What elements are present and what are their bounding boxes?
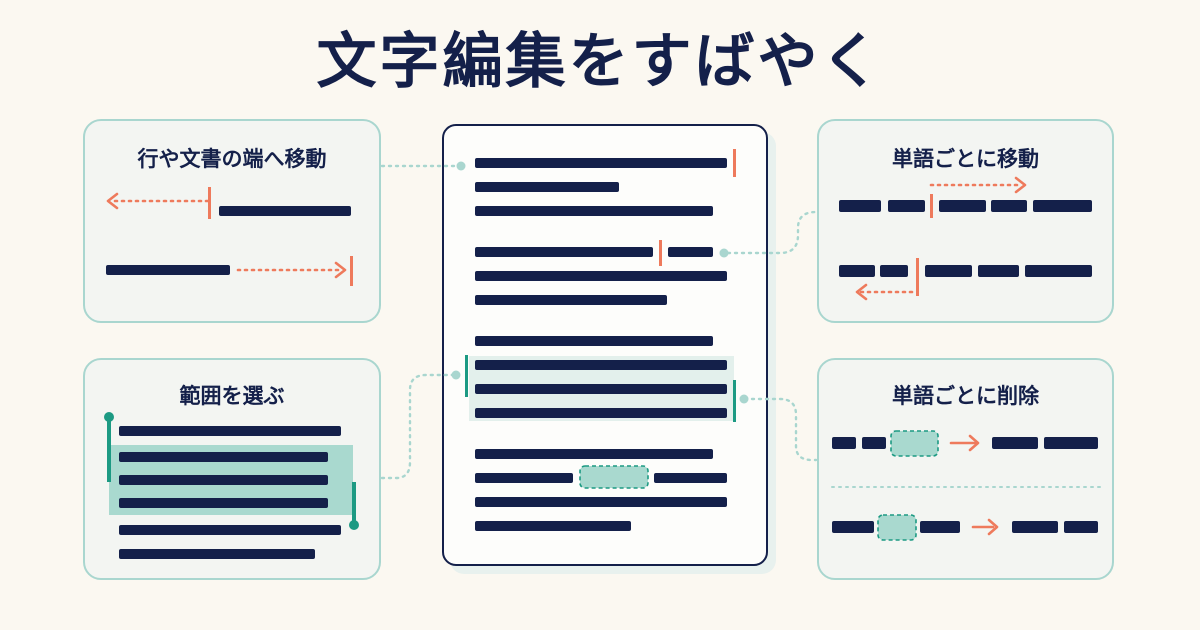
word-block <box>992 437 1038 449</box>
word-block <box>862 437 886 449</box>
text-line <box>219 206 351 216</box>
page-title: 文字編集をすばやく <box>316 27 884 97</box>
deleted-word-placeholder <box>890 430 939 457</box>
doc-line <box>475 182 619 192</box>
connectors <box>380 164 818 480</box>
selection-handle-icon <box>107 418 111 482</box>
doc-line <box>475 206 713 216</box>
arrow-right-icon-head <box>1014 176 1027 194</box>
connector-dot <box>739 394 749 404</box>
doc-line <box>475 449 713 459</box>
panel-title-word-delete: 単語ごとに削除 <box>892 384 1039 408</box>
doc-line <box>475 497 727 507</box>
panel-line-edge: 行や文書の端へ移動 <box>83 119 381 323</box>
doc-line <box>475 271 727 281</box>
caret-icon <box>350 256 353 286</box>
word-block <box>839 265 875 277</box>
doc-line <box>475 408 727 418</box>
word-block <box>1044 437 1098 449</box>
word-block <box>925 265 972 277</box>
text-line <box>119 498 328 508</box>
word-block <box>1064 521 1098 533</box>
word-move-illustration <box>839 176 1092 301</box>
doc-line <box>475 473 573 483</box>
word-block <box>1012 521 1058 533</box>
selection-handle-icon <box>465 355 468 397</box>
word-block <box>1033 200 1092 212</box>
panel-word-move: 単語ごとに移動 <box>817 119 1114 323</box>
arrow-right-icon-head <box>334 261 347 279</box>
panel-title-select-range: 範囲を選ぶ <box>179 384 285 408</box>
text-line <box>119 475 328 485</box>
doc-line <box>475 336 713 346</box>
word-block <box>991 200 1027 212</box>
connector-word-move <box>726 210 818 255</box>
doc-line <box>475 295 667 305</box>
text-line <box>119 525 341 535</box>
word-delete-illustration <box>831 430 1101 541</box>
connector-dot <box>456 161 466 171</box>
panel-title-word-move: 単語ごとに移動 <box>892 147 1039 171</box>
doc-line <box>654 473 727 483</box>
arrow-right-icon-head <box>987 518 999 536</box>
arrow-right-icon-head <box>968 434 980 452</box>
text-line <box>119 549 315 559</box>
panel-title-line-edge: 行や文書の端へ移動 <box>137 147 327 171</box>
doc-line <box>475 247 653 257</box>
word-block <box>888 200 925 212</box>
arrow-left-icon-head <box>855 283 868 301</box>
caret-icon <box>659 240 662 266</box>
doc-line <box>475 384 727 394</box>
doc-line <box>475 521 631 531</box>
word-block <box>1025 265 1092 277</box>
panel-word-delete: 単語ごとに削除 <box>817 358 1114 580</box>
arrow-left-icon-head <box>106 192 119 210</box>
deleted-word-placeholder <box>579 465 649 489</box>
doc-line <box>475 158 727 168</box>
text-line <box>106 265 230 275</box>
deleted-word-placeholder <box>877 514 917 541</box>
word-block <box>839 200 881 212</box>
doc-line <box>475 360 727 370</box>
connector-word-delete <box>743 397 818 462</box>
text-line <box>119 426 341 436</box>
selection-handle-icon <box>349 520 359 530</box>
selection-handle-icon <box>733 380 736 422</box>
word-block <box>978 265 1019 277</box>
word-block <box>832 521 874 533</box>
selection-handle-icon <box>104 412 114 422</box>
select-range-illustration <box>104 412 359 559</box>
connector-dot <box>451 370 461 380</box>
word-block <box>920 521 960 533</box>
line-edge-illustration <box>106 187 353 286</box>
caret-icon <box>930 194 933 218</box>
selection-handle-icon <box>352 482 356 524</box>
caret-icon <box>208 187 211 219</box>
word-block <box>832 437 856 449</box>
connector-dot <box>719 248 729 258</box>
connector-select-range <box>380 373 454 480</box>
caret-icon <box>916 258 919 296</box>
caret-icon <box>733 149 736 177</box>
text-line <box>119 452 328 462</box>
doc-line <box>668 247 713 257</box>
word-block <box>939 200 986 212</box>
word-block <box>880 265 908 277</box>
document-content <box>465 149 736 531</box>
